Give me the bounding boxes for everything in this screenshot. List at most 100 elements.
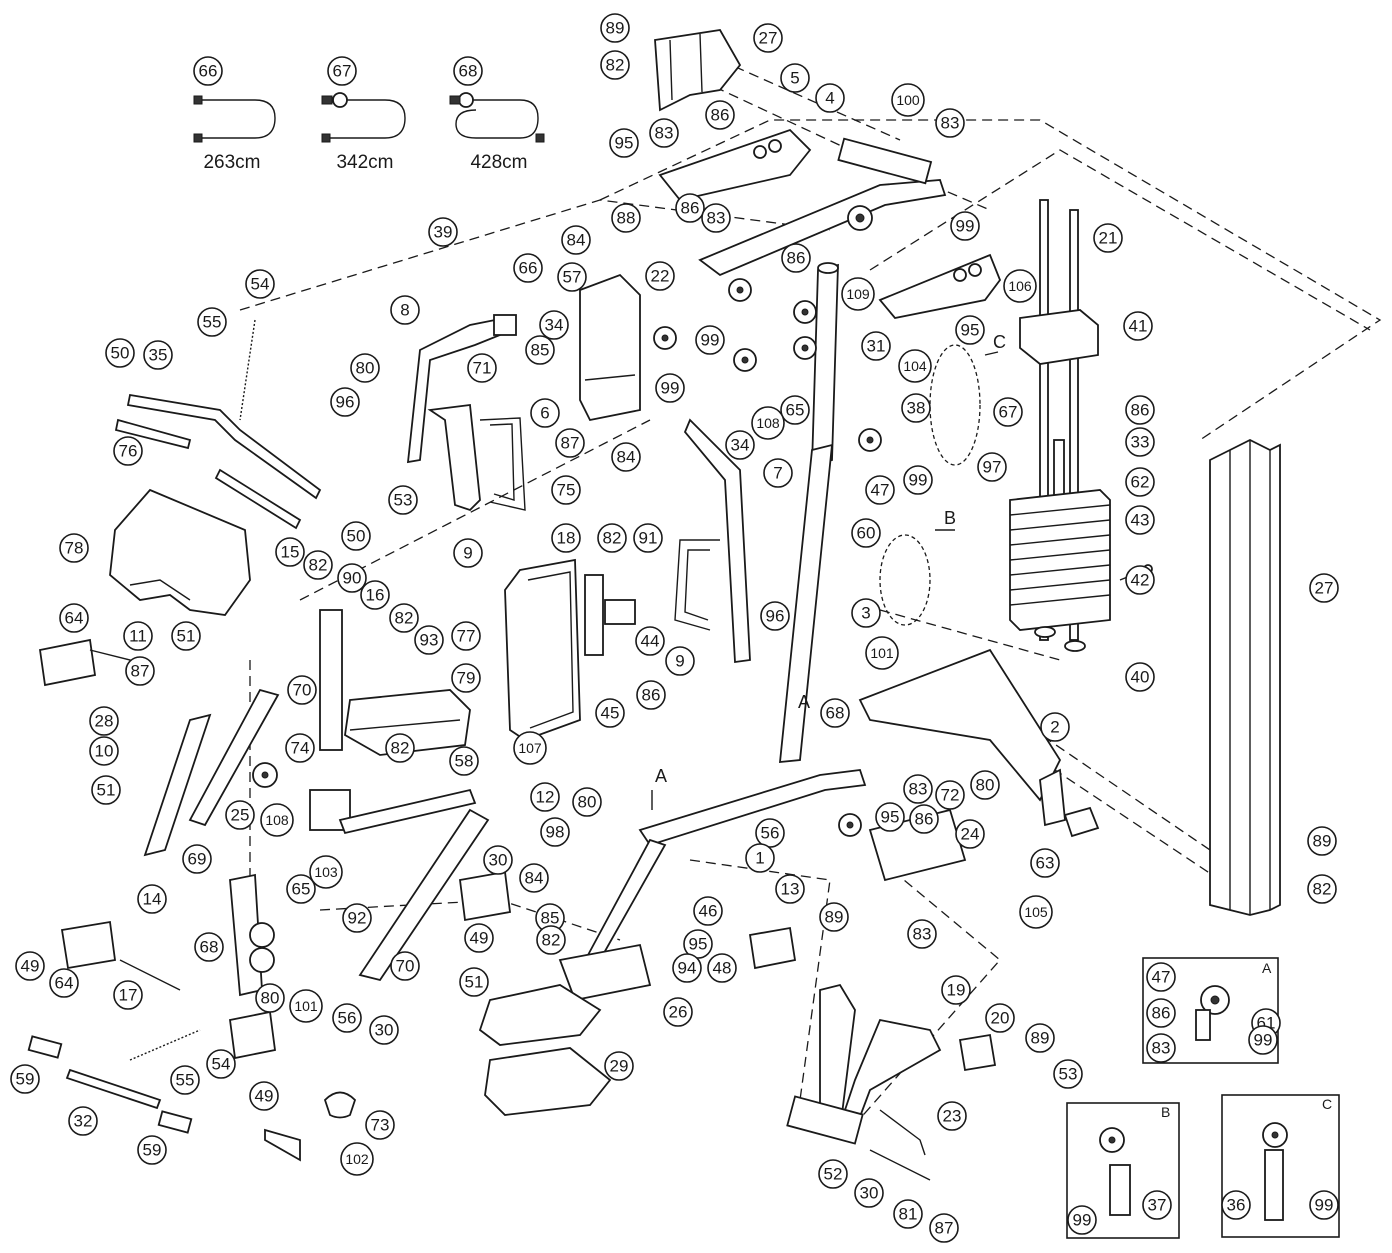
callout-39: 39: [428, 217, 458, 247]
callout-80: 80: [255, 983, 285, 1013]
callout-circle: [649, 118, 679, 148]
callout-circle: [781, 243, 811, 273]
callout-circle: [91, 775, 121, 805]
callout-circle: [1053, 1059, 1083, 1089]
callout-86: 86: [1125, 395, 1155, 425]
callout-circle: [755, 818, 785, 848]
callout-number: 47: [1152, 968, 1171, 987]
callout-number: 60: [857, 524, 876, 543]
callout-number: 31: [867, 337, 886, 356]
callout-107: 107: [513, 731, 547, 765]
callout-circle: [451, 621, 481, 651]
callout-number: 83: [941, 114, 960, 133]
callout-number: 64: [55, 974, 74, 993]
callout-99: 99: [1248, 1025, 1278, 1055]
callout-circle: [260, 803, 294, 837]
top-plate-right: [878, 253, 1002, 319]
callout-69: 69: [182, 844, 212, 874]
callout-number: 87: [561, 434, 580, 453]
callout-circle: [113, 436, 143, 466]
callout-circle: [513, 253, 543, 283]
callout-72: 72: [935, 780, 965, 810]
callout-68: 68: [820, 698, 850, 728]
callout-circle: [665, 646, 695, 676]
callout-number: 5: [790, 69, 799, 88]
callout-number: 106: [1008, 278, 1032, 294]
callout-circle: [977, 452, 1007, 482]
callout-85: 85: [525, 335, 555, 365]
callout-circle: [683, 929, 713, 959]
callout-78: 78: [59, 533, 89, 563]
callout-79: 79: [451, 663, 481, 693]
spring-55-top: [239, 319, 256, 421]
callout-circle: [170, 1065, 200, 1095]
callout-number: 51: [177, 627, 196, 646]
callout-number: 89: [606, 19, 625, 38]
callout-89: 89: [1025, 1023, 1055, 1053]
callout-circle: [1221, 1190, 1251, 1220]
callout-number: 68: [826, 704, 845, 723]
callout-number: 47: [871, 481, 890, 500]
callout-circle: [285, 733, 315, 763]
callout-number: 76: [119, 442, 138, 461]
callout-95: 95: [683, 929, 713, 959]
callout-36: 36: [1221, 1190, 1251, 1220]
cable-67: [321, 92, 406, 143]
callout-number: 99: [661, 379, 680, 398]
callout-circle: [332, 1003, 362, 1033]
callout-number: 13: [781, 880, 800, 899]
callout-3: 3: [851, 598, 881, 628]
callout-71: 71: [467, 353, 497, 383]
callout-92: 92: [342, 903, 372, 933]
callout-21: 21: [1093, 223, 1123, 253]
callout-46: 46: [693, 896, 723, 926]
callout-circle: [861, 331, 891, 361]
callout-number: 74: [291, 739, 310, 758]
callout-number: 24: [961, 825, 980, 844]
callout-circle: [775, 874, 805, 904]
callout-80: 80: [572, 787, 602, 817]
callout-circle: [360, 580, 390, 610]
callout-circle: [525, 335, 555, 365]
callout-number: 86: [642, 686, 661, 705]
callout-circle: [935, 108, 965, 138]
callout-34: 34: [725, 430, 755, 460]
top-boom-4: [698, 137, 947, 277]
callout-number: 59: [16, 1070, 35, 1089]
callout-number: 67: [999, 403, 1018, 422]
callout-number: 96: [766, 607, 785, 626]
callout-80: 80: [350, 353, 380, 383]
callout-number: 108: [756, 415, 780, 431]
callout-number: 27: [759, 29, 778, 48]
callout-circle: [390, 951, 420, 981]
callout-number: 80: [356, 359, 375, 378]
callout-48: 48: [707, 953, 737, 983]
callout-55: 55: [197, 307, 227, 337]
seat-pad-79: [344, 689, 471, 756]
callout-number: 82: [603, 529, 622, 548]
callout-56: 56: [332, 1003, 362, 1033]
callout-circle: [194, 932, 224, 962]
callout-circle: [555, 428, 585, 458]
callout-circle: [893, 1199, 923, 1229]
roller-49: [228, 870, 511, 1060]
callout-number: 56: [761, 824, 780, 843]
callout-circle: [815, 83, 845, 113]
view-marker-b: B: [944, 508, 956, 528]
callout-circle: [751, 406, 785, 440]
press-arm-7: [683, 418, 751, 664]
callout-67: 67: [993, 397, 1023, 427]
callout-83: 83: [903, 774, 933, 804]
callout-circle: [611, 203, 641, 233]
callout-number: 1: [755, 849, 764, 868]
leg-lever-14: [229, 873, 275, 997]
callout-circle: [287, 675, 317, 705]
callout-number: 54: [251, 275, 270, 294]
callout-22: 22: [645, 261, 675, 291]
press-arm-bracket-6: [579, 273, 641, 422]
callout-number: 26: [669, 1003, 688, 1022]
callout-number: 40: [1131, 668, 1150, 687]
callout-circle: [414, 625, 444, 655]
